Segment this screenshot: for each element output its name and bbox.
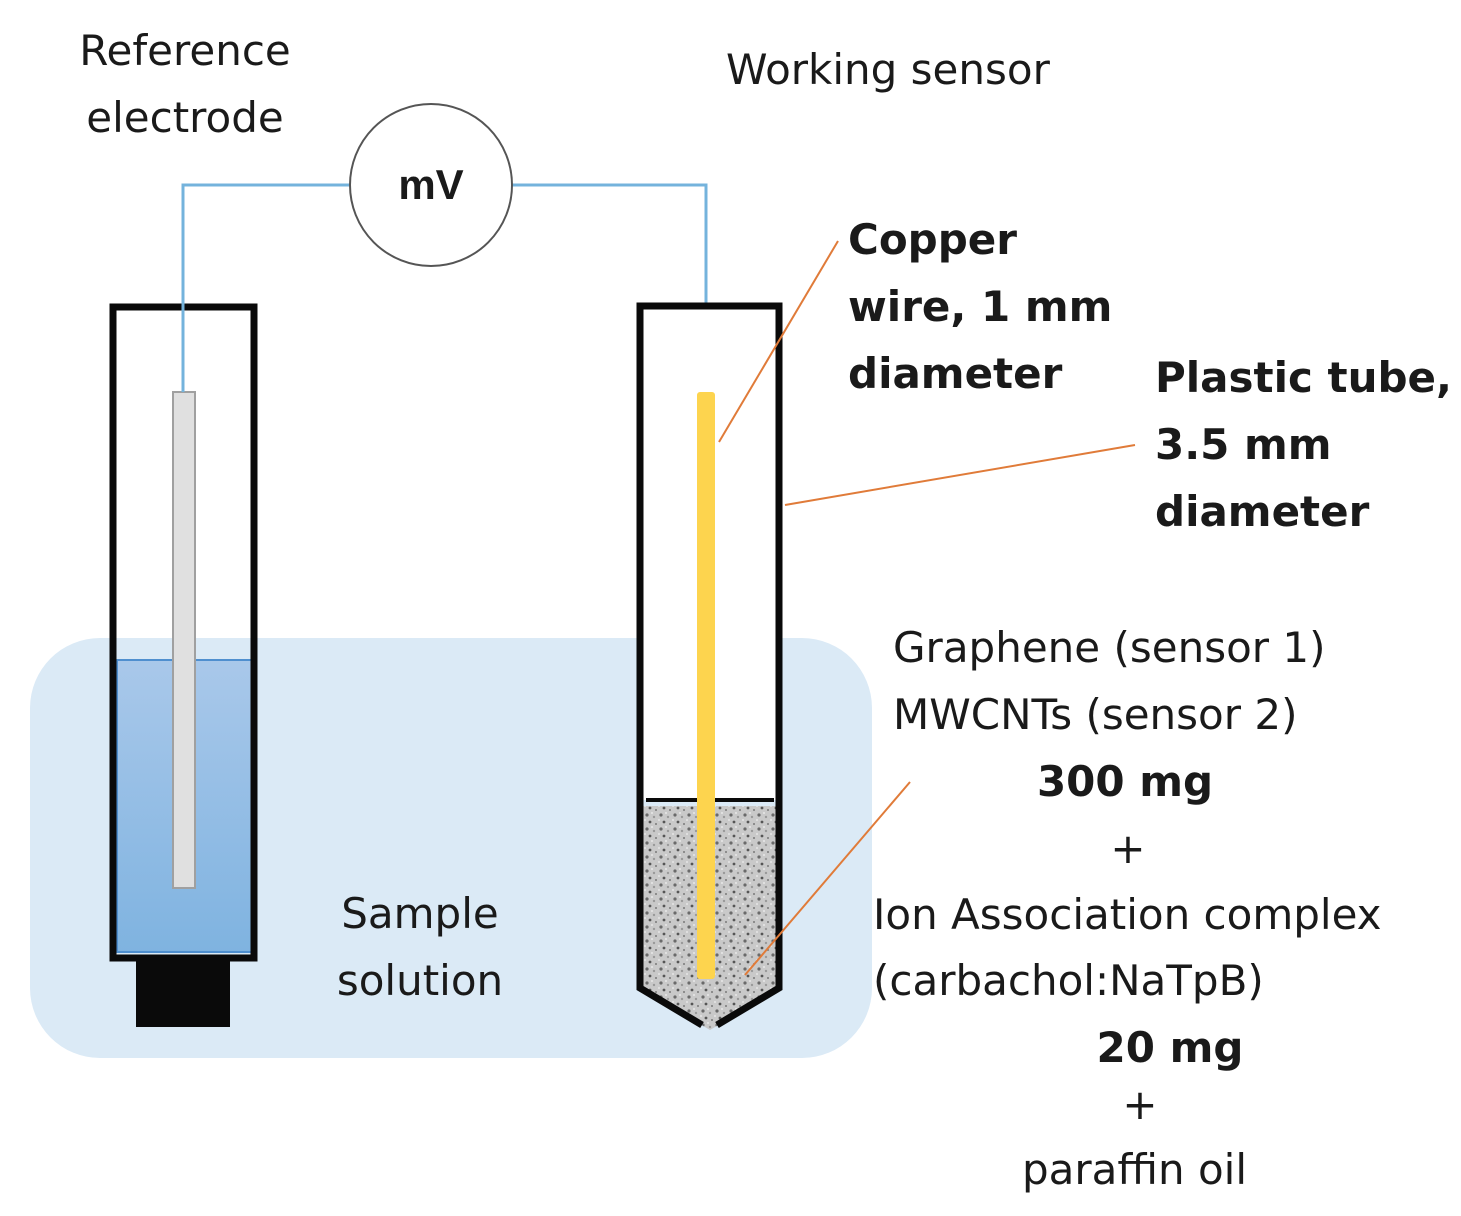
millivolt-meter xyxy=(349,103,513,267)
composition-paraffin-oil: paraffin oil xyxy=(1022,1145,1248,1194)
composition-carbachol: (carbachol:NaTpB) xyxy=(873,956,1264,1005)
composition-mwcnts: MWCNTs (sensor 2) xyxy=(893,690,1298,739)
copper-wire xyxy=(697,392,715,979)
plastic-tube-leader xyxy=(784,444,1136,506)
plastic-tube-label: Plastic tube, 3.5 mm diameter xyxy=(1155,353,1452,536)
meter-label: mV xyxy=(398,161,463,208)
composition-plus-1: + xyxy=(1110,824,1146,873)
composition-plus-2: + xyxy=(1122,1080,1158,1129)
copper-wire-leader xyxy=(718,240,839,443)
reference-electrode-cap xyxy=(136,958,230,1027)
composition-amount-20mg: 20 mg xyxy=(1096,1023,1244,1072)
working-sensor-label: Working sensor xyxy=(726,45,1050,94)
composition-ion-association: Ion Association complex xyxy=(873,890,1382,939)
working-sensor-tube xyxy=(636,302,783,1029)
composition-amount-300mg: 300 mg xyxy=(1036,757,1214,806)
copper-wire-label: Copper wire, 1 mm diameter xyxy=(848,215,1113,398)
working-sensor xyxy=(636,302,783,1030)
reference-electrode-label: Reference electrode xyxy=(79,26,291,142)
composition-graphene: Graphene (sensor 1) xyxy=(893,623,1326,672)
reference-electrode-rod xyxy=(172,391,196,889)
reference-electrode xyxy=(109,303,258,1027)
sample-solution-label: Sample solution xyxy=(336,889,504,1005)
reference-wire xyxy=(181,183,350,392)
carbon-paste-leader xyxy=(744,781,911,976)
